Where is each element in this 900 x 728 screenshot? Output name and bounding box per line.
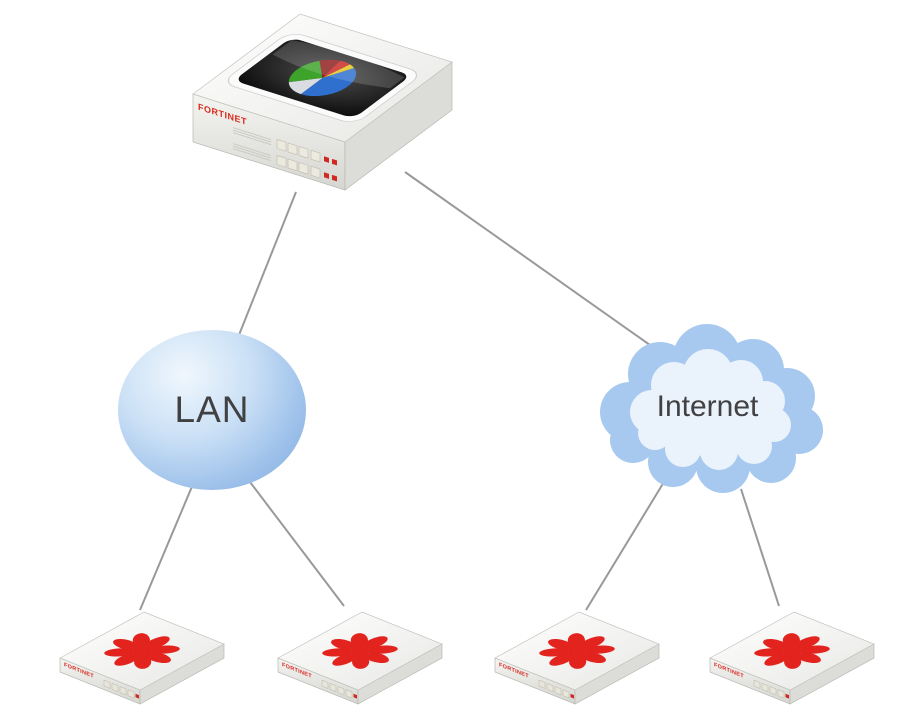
fortigate-device-2: FORTINET xyxy=(270,596,450,716)
edge-internet-gateway-4 xyxy=(740,488,780,607)
appliance-illustration: FORTINET xyxy=(192,13,453,191)
edge-lan-gateway-1 xyxy=(139,476,197,611)
edge-internet-gateway-3 xyxy=(585,476,668,611)
fortigate-illustration xyxy=(52,596,232,716)
lan-label: LAN xyxy=(174,389,250,430)
vent-lines-row1 xyxy=(233,127,271,146)
vent-lines-row2 xyxy=(233,143,271,162)
fortigate-device-1: FORTINET xyxy=(52,596,232,716)
pie-chart xyxy=(288,59,357,97)
edge-appliance-internet xyxy=(404,171,658,351)
screen-gloss xyxy=(272,40,405,89)
fortigate-device-4: FORTINET xyxy=(702,596,882,716)
internet-label: Internet xyxy=(656,390,759,423)
fortianalyzer-appliance: FORTINET xyxy=(178,6,470,218)
edge-appliance-lan xyxy=(234,191,297,346)
cloud-shape xyxy=(600,324,823,493)
internet-cloud: Internet xyxy=(575,312,840,497)
lan-node: LAN xyxy=(118,330,306,490)
fortigate-illustration xyxy=(487,596,667,716)
edge-lan-gateway-2 xyxy=(249,481,345,607)
device-screen xyxy=(227,33,418,122)
fortigate-device-3: FORTINET xyxy=(487,596,667,716)
fortigate-illustration xyxy=(702,596,882,716)
fortigate-illustration xyxy=(270,596,450,716)
